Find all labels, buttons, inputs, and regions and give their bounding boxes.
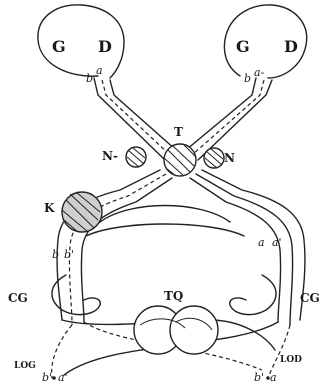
tq-label: TQ: [164, 289, 183, 303]
right-optic-nerve: [186, 78, 272, 160]
right-geniculate-hook: [230, 275, 276, 315]
right-lower-a-label: a: [258, 236, 265, 249]
inner-arch: [86, 206, 244, 237]
left-bottom-a-label: a': [58, 371, 68, 383]
left-nucleus-node: [126, 147, 146, 167]
right-lower-a2-label: a': [272, 236, 282, 249]
right-eye-d-label: D: [284, 37, 298, 56]
right-bottom-b-label: b': [254, 371, 264, 383]
left-lower-b2-label: b': [64, 248, 74, 261]
right-lod-label: LOD: [280, 355, 302, 365]
left-eye-b-label: b: [86, 72, 93, 85]
tq-nodes: [134, 306, 218, 354]
left-eye-d-label: D: [98, 37, 112, 56]
right-eye-g-label: G: [236, 37, 250, 56]
terminal-dots: [52, 376, 270, 380]
left-cg-label: CG: [8, 291, 28, 305]
left-ganglion-node: [62, 192, 102, 232]
left-ganglion-label: K: [44, 201, 55, 215]
left-eye-a-label: a: [96, 64, 103, 77]
left-bottom-b-label: b': [42, 371, 52, 383]
right-eye-b-label: b: [244, 72, 251, 85]
chiasm-node: [164, 144, 196, 176]
left-lower-b-label: b: [52, 248, 59, 261]
right-optic-tract: [190, 170, 305, 325]
right-cg-label: CG: [300, 291, 320, 305]
right-eye-a-label: a-: [254, 66, 265, 79]
right-nucleus-node: [204, 148, 224, 168]
right-bottom-a-label: a: [270, 371, 277, 383]
chiasm-label: T: [174, 125, 183, 139]
left-log-label: LOG: [14, 361, 36, 371]
right-nucleus-label: N: [224, 151, 235, 165]
left-eye-g-label: G: [52, 37, 66, 56]
left-nucleus-label: N-: [102, 149, 118, 163]
